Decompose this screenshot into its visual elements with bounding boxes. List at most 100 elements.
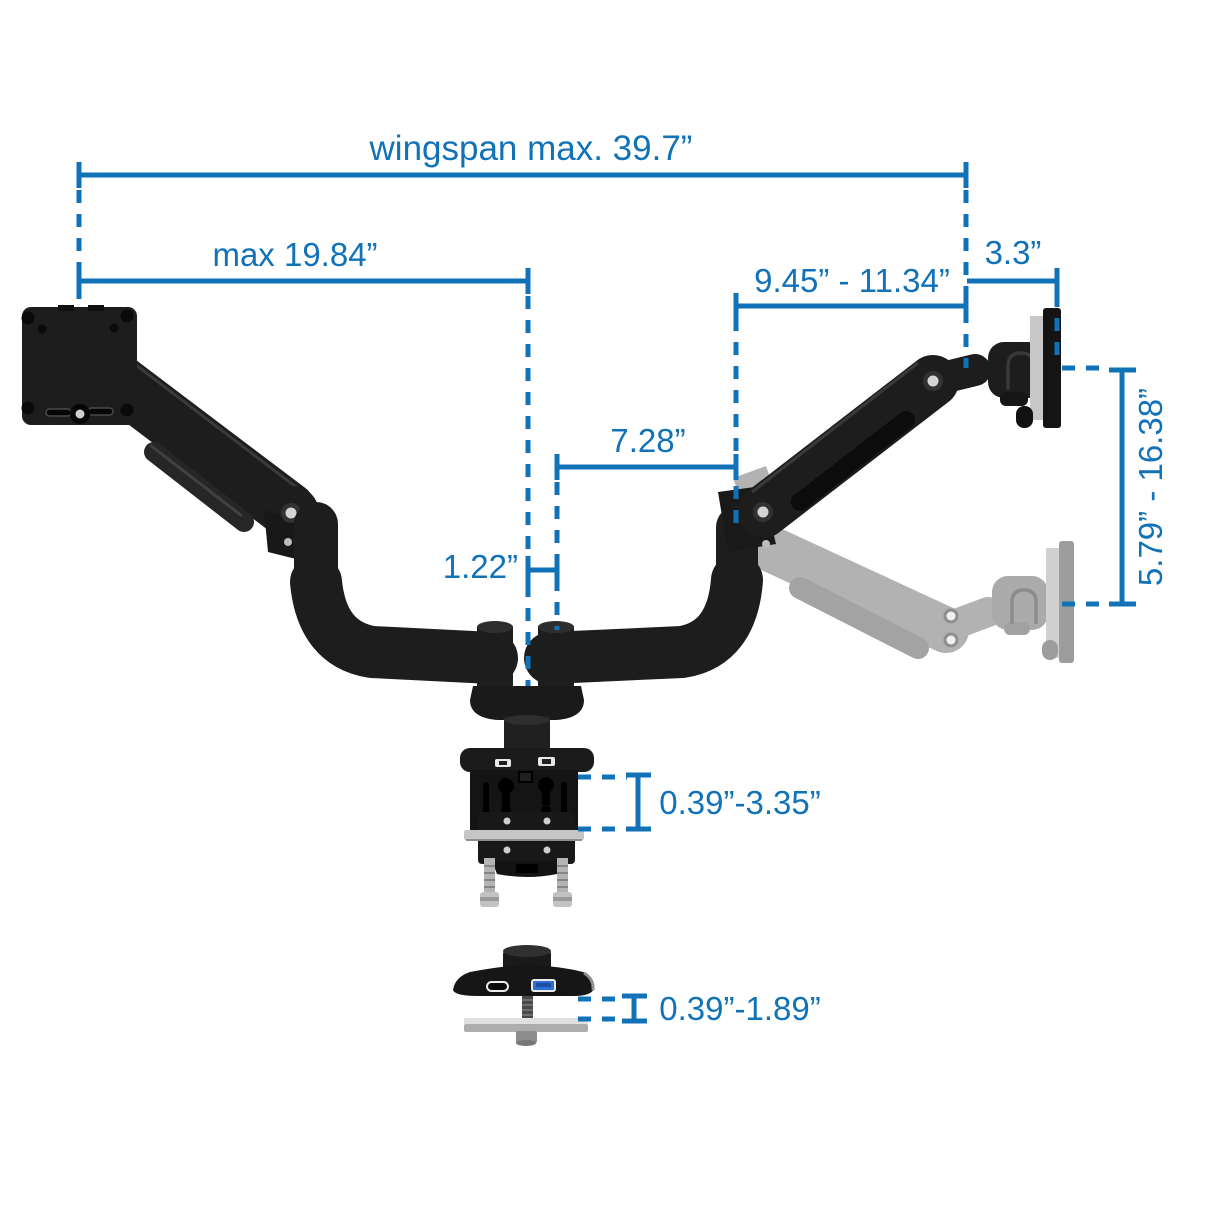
dim-clamp-range: 0.39”-3.35” [626,772,821,832]
panel-hook [1016,406,1033,428]
dim-center-gap-label: 1.22” [443,548,518,585]
vesa-hole [37,324,47,334]
grommet-plate-top [464,1018,588,1025]
grommet-disc [453,965,595,996]
yoke-body [470,686,584,720]
usb-a-port-tab [536,983,551,987]
guide-lines [76,190,1110,1022]
vesa-plate-body [22,307,137,425]
clamp-keyhole-slot [502,786,510,806]
vesa-plate-tab [58,305,74,311]
dim-wingspan: wingspan max. 39.7” [76,129,969,188]
right-lower-arm [524,554,763,684]
pole-seam [504,715,550,725]
grommet-knob-top [503,945,551,957]
left-arm-rail-edge [149,443,243,518]
vesa-center-screw-icon [75,409,85,419]
dimension-annotations: wingspan max. 39.7” max 19.84” 9.45” - 1… [76,129,1169,1027]
clamp-support-bar [464,830,584,840]
clamp-screw-rod [557,858,568,894]
dim-arm-length: 7.28” [554,422,739,480]
grommet-nut [516,1031,537,1043]
clamp-center-port [518,771,533,783]
center-yoke [470,621,584,752]
right-arm [524,308,1061,684]
ghost-screw-icon [946,611,956,621]
dim-center-gap: 1.22” [443,548,560,585]
clamp-foot-notch [516,864,538,873]
head-knuckle-tail [1000,392,1028,406]
dim-height-range: 5.79” - 16.38” [1109,367,1169,607]
usb-c-port-icon [486,981,509,992]
ghost-knuckle [992,576,1048,630]
dim-head-depth-label: 3.3” [985,234,1042,271]
left-elbow-screw-icon [285,507,297,519]
dim-clamp-range-label: 0.39”-3.35” [659,784,820,821]
left-arm-highlight [131,360,301,492]
grommet-base [453,945,595,1046]
ghost-head-link [930,597,1003,643]
vesa-hole [120,309,134,323]
vesa-hole [21,311,35,325]
right-upper-arm [737,355,959,538]
clamp-screws [480,858,572,907]
right-arm-inset [791,411,915,511]
clamp-port-slot-inner [542,759,551,764]
ghost-knuckle-notch [1010,588,1038,624]
ghost-screw-icon [946,635,956,645]
vesa-hole [21,401,35,415]
ghost-panel-hook [1042,640,1058,660]
clamp-top-plate [460,748,594,772]
vesa-slot [45,408,72,417]
ghost-monitor-bracket [1046,548,1059,658]
dim-max-reach: max 19.84” [76,236,531,294]
dim-grommet-range: 0.39”-1.89” [622,990,821,1027]
left-arm-cylinder-top [477,621,513,633]
left-arm [88,352,518,684]
ghost-upper-arm [739,522,969,653]
dim-extension-range-label: 9.45” - 11.34” [754,262,950,299]
vesa-plate [21,305,137,425]
clamp-keyhole-slot [542,785,550,805]
left-arm-rail [144,442,254,532]
right-elbow-screw-icon [757,506,769,518]
ghost-arm-inset [789,577,929,659]
monitor-bracket [1030,316,1043,420]
head-pivot-screw-icon [927,375,939,387]
dim-height-range-label: 5.79” - 16.38” [1132,388,1169,586]
clamp-side-slot [561,782,567,814]
clamp-screw-head-band [480,897,499,901]
grommet-disc-edge [583,971,595,991]
clamp-screw-rod [484,858,495,894]
dim-wingspan-label: wingspan max. 39.7” [369,129,693,168]
clamp-screw-dot-icon [543,817,551,825]
monitor-panel [1043,308,1061,428]
desk-clamp [460,748,594,907]
left-upper-arm [88,352,316,538]
dim-arm-length-label: 7.28” [610,422,685,459]
clamp-screw-head-band [553,897,572,901]
ghost-knuckle-tail [1004,622,1030,635]
grommet-nut-bottom [516,1040,536,1046]
vesa-slot [87,407,114,416]
left-wedge-screw-icon [284,538,292,546]
clamp-screw-dot-icon [503,817,511,825]
vesa-hole [109,323,119,333]
dim-grommet-range-label: 0.39”-1.89” [659,990,820,1027]
clamp-port-slot-inner [499,761,507,765]
clamp-screw-dot-icon [503,846,511,854]
clamp-side-slot [483,782,489,814]
right-arm-highlight [751,361,919,494]
grommet-plate [464,1024,588,1032]
dim-extension-range: 9.45” - 11.34” [733,262,969,319]
vesa-hole [120,403,134,417]
left-lower-arm [290,556,518,684]
vesa-plate-tab [88,305,104,311]
grommet-rod-threads [522,999,533,1021]
clamp-screw-dot-icon [543,846,551,854]
dim-max-reach-label: max 19.84” [212,236,377,273]
clamp-screw-threads [484,865,568,888]
right-wedge-screw-icon [762,540,770,548]
